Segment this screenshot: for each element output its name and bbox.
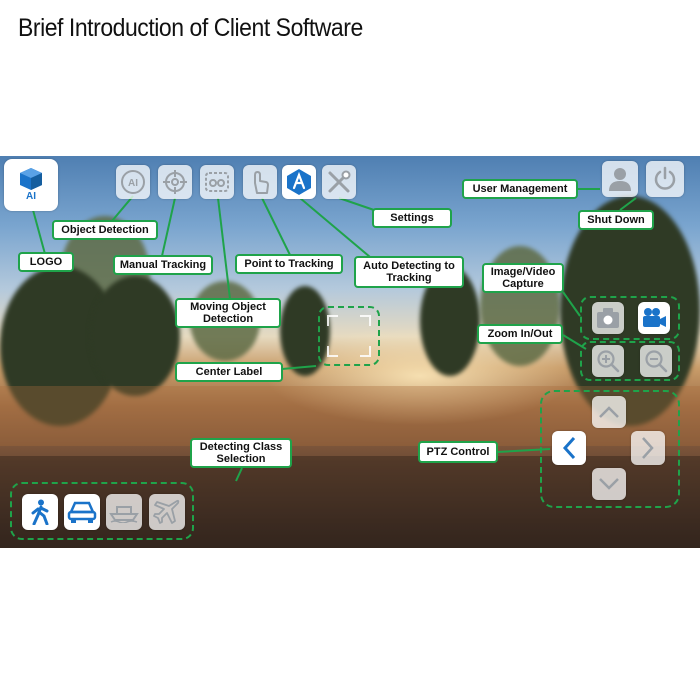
detecting-class-group bbox=[10, 482, 194, 540]
label-auto-detecting-line2: Tracking bbox=[386, 272, 432, 284]
tree-decoration bbox=[90, 276, 180, 396]
chevron-right-icon bbox=[642, 437, 654, 459]
label-manual-tracking: Manual Tracking bbox=[113, 255, 213, 275]
label-center-label: Center Label bbox=[175, 362, 283, 382]
label-zoom-in-out-text: Zoom In/Out bbox=[487, 328, 553, 340]
object-detection-button[interactable]: AI bbox=[116, 165, 150, 199]
crosshair-icon bbox=[163, 170, 187, 194]
label-auto-detecting-line1: Auto Detecting to bbox=[363, 260, 455, 272]
user-icon bbox=[609, 168, 631, 191]
video-camera-icon bbox=[643, 308, 666, 327]
label-shut-down: Shut Down bbox=[578, 210, 654, 230]
center-label-box bbox=[318, 306, 380, 366]
label-moving-object-line2: Detection bbox=[202, 313, 254, 325]
moving-object-detection-button[interactable] bbox=[200, 165, 234, 199]
label-detecting-class-line2: Selection bbox=[216, 453, 266, 465]
label-image-video-line1: Image/Video bbox=[490, 266, 556, 278]
shut-down-button[interactable] bbox=[646, 161, 684, 197]
image-capture-button[interactable] bbox=[592, 302, 624, 334]
ptz-right-button[interactable] bbox=[631, 431, 665, 465]
ship-icon bbox=[109, 506, 139, 523]
auto-a-icon bbox=[287, 169, 311, 195]
label-user-management: User Management bbox=[462, 179, 578, 199]
label-detecting-class-line1: Detecting Class bbox=[199, 441, 283, 453]
label-moving-object-detection: Moving Object Detection bbox=[175, 298, 281, 328]
settings-button[interactable] bbox=[322, 165, 356, 199]
label-auto-detecting: Auto Detecting to Tracking bbox=[354, 256, 464, 288]
label-point-to-tracking-text: Point to Tracking bbox=[244, 258, 334, 270]
label-object-detection-text: Object Detection bbox=[61, 224, 149, 236]
motion-icon bbox=[205, 172, 229, 192]
power-icon bbox=[654, 166, 676, 190]
label-zoom-in-out: Zoom In/Out bbox=[477, 324, 563, 344]
label-settings: Settings bbox=[372, 208, 452, 228]
label-user-management-text: User Management bbox=[472, 183, 568, 195]
zoom-out-button[interactable] bbox=[640, 345, 672, 377]
video-capture-button[interactable] bbox=[638, 302, 670, 334]
label-image-video-capture: Image/Video Capture bbox=[482, 263, 564, 293]
ai-icon-text: AI bbox=[128, 178, 138, 189]
class-car-button[interactable] bbox=[64, 494, 100, 530]
zoom-in-icon bbox=[597, 350, 620, 373]
pointer-hand-icon bbox=[254, 171, 269, 194]
label-manual-tracking-text: Manual Tracking bbox=[119, 259, 207, 271]
page-title: Brief Introduction of Client Software bbox=[18, 14, 363, 42]
label-image-video-line2: Capture bbox=[502, 278, 544, 290]
camera-icon bbox=[597, 308, 619, 328]
class-plane-button[interactable] bbox=[149, 494, 185, 530]
tree-decoration bbox=[560, 196, 700, 426]
chevron-up-icon bbox=[599, 406, 619, 418]
label-point-to-tracking: Point to Tracking bbox=[235, 254, 343, 274]
ptz-left-button[interactable] bbox=[552, 431, 586, 465]
label-center-label-text: Center Label bbox=[195, 366, 263, 378]
manual-tracking-button[interactable] bbox=[158, 165, 192, 199]
label-logo-text: LOGO bbox=[29, 256, 63, 268]
label-ptz-control-text: PTZ Control bbox=[426, 446, 490, 458]
ptz-up-button[interactable] bbox=[592, 396, 626, 428]
plane-icon bbox=[153, 499, 180, 524]
chevron-left-icon bbox=[562, 436, 576, 460]
label-ptz-control: PTZ Control bbox=[418, 441, 498, 463]
person-icon bbox=[31, 499, 49, 525]
label-settings-text: Settings bbox=[390, 212, 434, 224]
tools-icon bbox=[328, 170, 351, 193]
label-logo: LOGO bbox=[18, 252, 74, 272]
center-marker-icon bbox=[327, 315, 371, 357]
logo-text: AI bbox=[26, 191, 36, 202]
label-object-detection: Object Detection bbox=[52, 220, 158, 240]
zoom-in-button[interactable] bbox=[592, 345, 624, 377]
car-icon bbox=[67, 501, 97, 523]
ptz-down-button[interactable] bbox=[592, 468, 626, 500]
point-to-tracking-button[interactable] bbox=[243, 165, 277, 199]
ai-circle-icon: AI bbox=[121, 170, 145, 194]
chevron-down-icon bbox=[599, 478, 619, 490]
app-logo: AI bbox=[4, 159, 58, 211]
capture-group bbox=[580, 296, 680, 340]
label-shut-down-text: Shut Down bbox=[587, 214, 645, 226]
user-management-button[interactable] bbox=[602, 161, 638, 197]
zoom-group bbox=[580, 341, 680, 381]
zoom-out-icon bbox=[645, 350, 668, 373]
class-ship-button[interactable] bbox=[106, 494, 142, 530]
cube-icon bbox=[20, 168, 42, 190]
auto-detecting-tracking-button[interactable] bbox=[282, 165, 316, 199]
class-person-button[interactable] bbox=[22, 494, 58, 530]
label-moving-object-line1: Moving Object bbox=[190, 301, 266, 313]
label-detecting-class-selection: Detecting Class Selection bbox=[190, 438, 292, 468]
ptz-control-group bbox=[540, 390, 680, 508]
